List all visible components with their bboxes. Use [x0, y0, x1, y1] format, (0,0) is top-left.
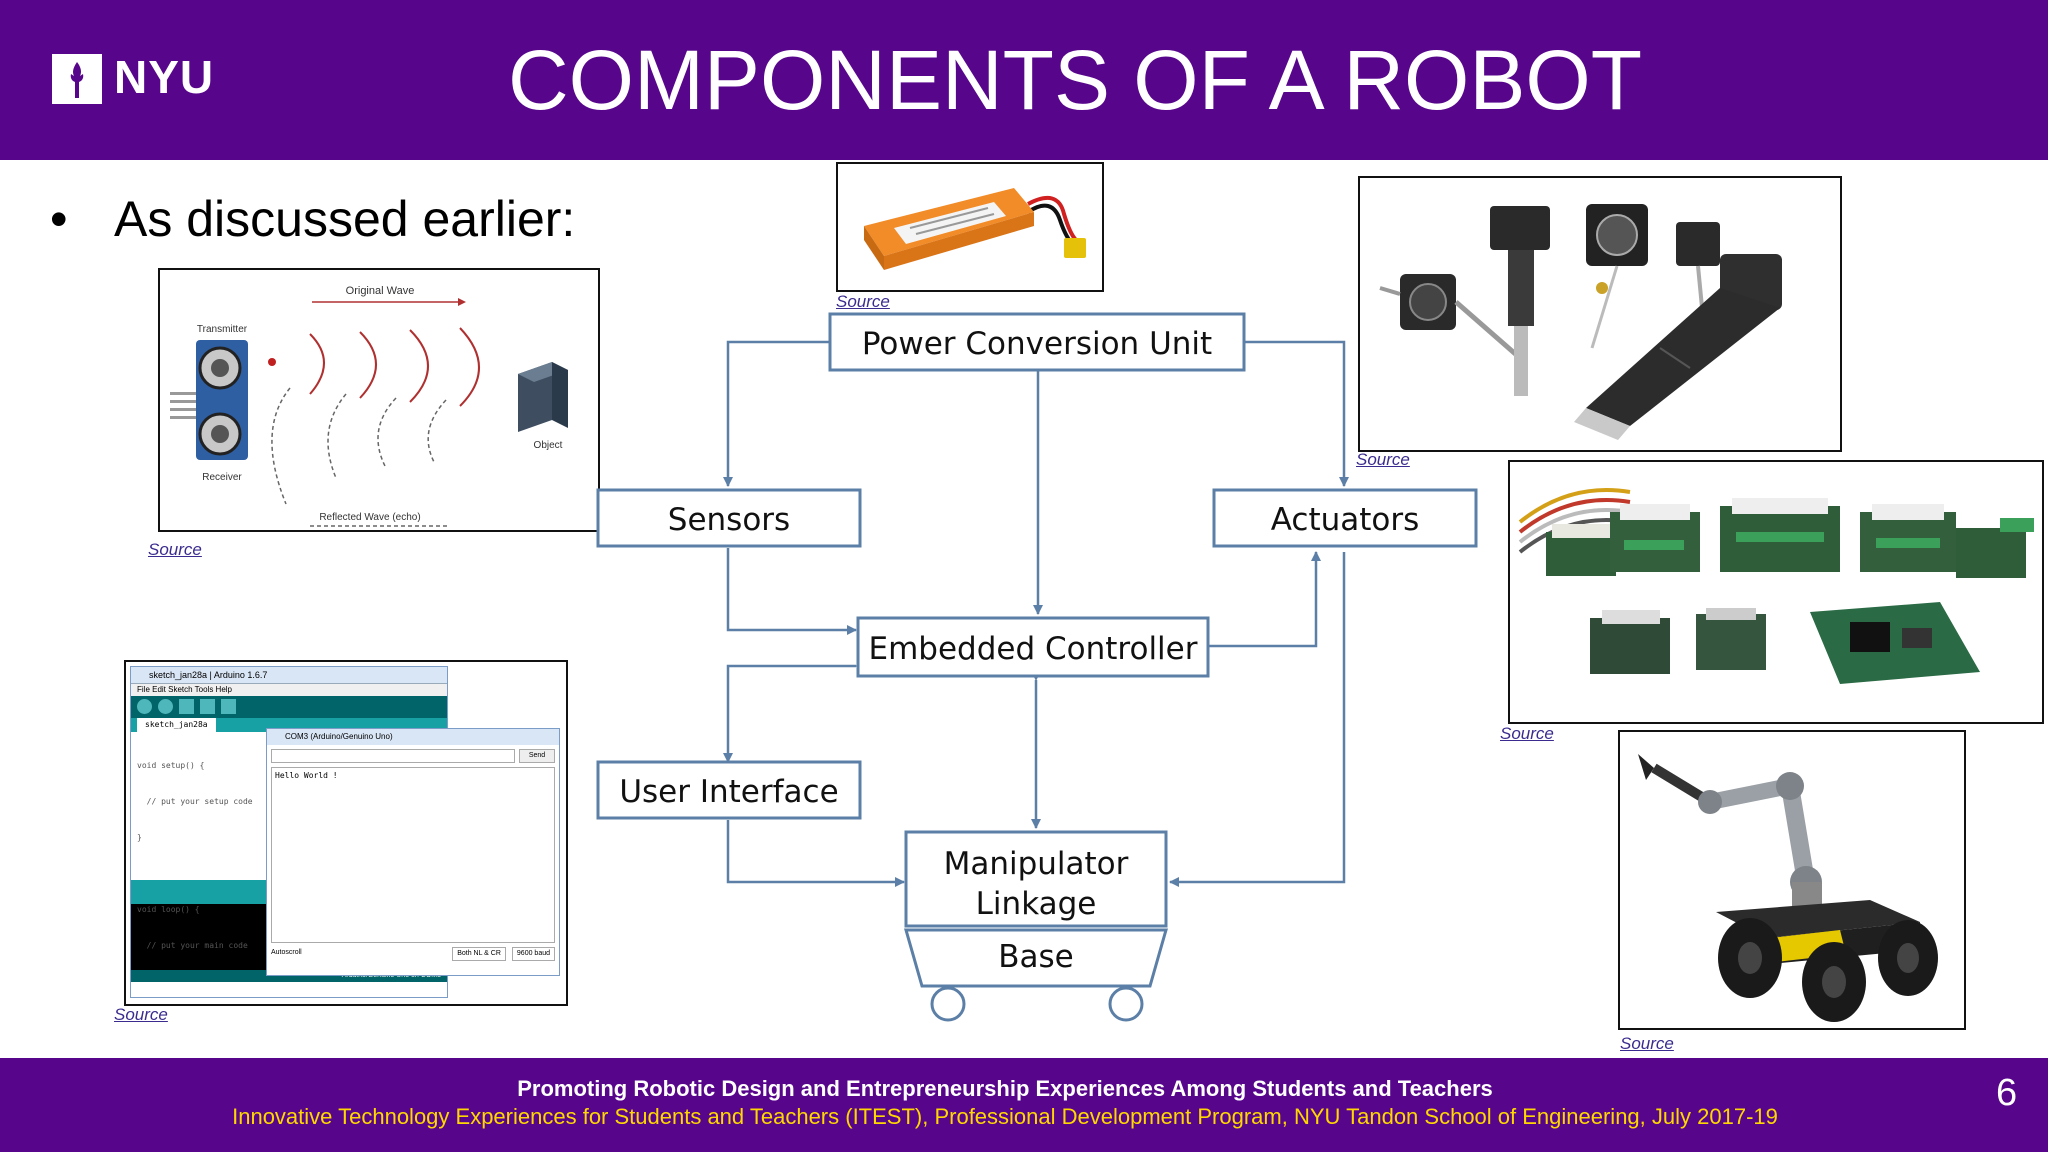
linear-actuator-icon [1379, 274, 1522, 360]
embedded-controller-box [856, 616, 1210, 678]
send-button[interactable]: Send [519, 749, 555, 763]
code-line: void setup() { [137, 761, 205, 770]
mobile-base-icon [1716, 900, 1938, 1022]
code-editor[interactable]: void setup() { // put your setup code } … [131, 732, 447, 950]
mobile-robot-figure [1618, 730, 1966, 1030]
footer-program-details: Innovative Technology Experiences for St… [232, 1104, 1778, 1129]
code-line: // put your setup code [137, 797, 253, 806]
receiver-label: Receiver [202, 472, 242, 483]
robot-arm-icon [1638, 754, 1822, 916]
base-wheel-right [1108, 986, 1144, 1022]
arduino-toolbar [131, 696, 447, 718]
user-interface-box [596, 760, 862, 820]
robot-source-link[interactable]: Source [1620, 1034, 1674, 1053]
linkage-label: Linkage [976, 886, 1097, 922]
battery-source-link[interactable]: Source [836, 292, 890, 311]
large-linear-actuator-icon [1574, 254, 1782, 440]
embedded-controller-label: Embedded Controller [869, 631, 1198, 667]
driver-board-icon [1546, 524, 1616, 576]
footer-program-title: Promoting Robotic Design and Entrepreneu… [517, 1076, 1493, 1101]
user-interface-label: User Interface [619, 774, 838, 810]
slide-title: COMPONENTS OF A ROBOT [507, 33, 1643, 127]
battery-connector-icon [1064, 238, 1086, 258]
transmitter-label: Transmitter [197, 324, 248, 335]
sensors-label: Sensors [668, 502, 790, 538]
serial-monitor-title: COM3 (Arduino/Genuino Uno) [267, 729, 559, 745]
code-line: void loop() { [137, 905, 200, 914]
power-to-actuators-arrow [1244, 340, 1349, 487]
bullet-marker: • [50, 191, 68, 247]
stepper-motors-figure [1358, 176, 1842, 452]
arduino-window-title: sketch_jan28a | Arduino 1.6.7 [131, 667, 447, 684]
reflected-wave-label: Reflected Wave (echo) [319, 512, 420, 523]
arduino-menu-bar: File Edit Sketch Tools Help [131, 684, 447, 696]
ultrasonic-sensor-figure: Original Wave Transmitter Receiver Objec… [158, 268, 600, 532]
bullet-text: As discussed earlier: [114, 191, 576, 247]
base-box [904, 928, 1168, 988]
actuators-box [1212, 488, 1478, 548]
original-wave-label: Original Wave [346, 285, 415, 297]
power-conversion-label: Power Conversion Unit [862, 326, 1212, 362]
base-wheel-left [930, 986, 966, 1022]
serial-monitor-window: COM3 (Arduino/Genuino Uno) Send Hello Wo… [266, 728, 560, 976]
actuators-to-manipulator-arrow [1169, 552, 1346, 887]
controller-ui-arrow [723, 661, 865, 763]
sensors-box [596, 488, 862, 548]
ultrasonic-source-link[interactable]: Source [148, 540, 202, 559]
serial-input[interactable] [271, 749, 515, 763]
motor-driver-boards-figure [1508, 460, 2044, 724]
sensors-to-controller-arrow [726, 548, 857, 635]
robot-components-diagram: Power Conversion Unit Sensors Actuators … [596, 312, 1478, 1022]
actuators-label: Actuators [1271, 502, 1420, 538]
baud-rate-select[interactable]: 9600 baud [511, 947, 555, 961]
serial-output: Hello World ! [271, 767, 555, 943]
header-bar [0, 0, 2048, 160]
footer-bar [0, 1058, 2048, 1152]
nyu-logo-text: NYU [114, 51, 215, 103]
object-cube-icon [518, 362, 552, 432]
line-ending-select[interactable]: Both NL & CR [452, 947, 506, 961]
manipulator-box [904, 830, 1168, 928]
ui-to-manipulator-arrow [726, 820, 905, 887]
power-conversion-box [828, 312, 1246, 372]
arduino-ide-figure: sketch_jan28a | Arduino 1.6.7 File Edit … [124, 660, 568, 1006]
controller-to-actuators-arrow [1208, 551, 1321, 648]
power-to-sensors-arrow [723, 340, 830, 487]
upload-icon[interactable] [158, 699, 173, 714]
manipulator-label: Manipulator [944, 846, 1129, 882]
sketch-tab[interactable]: sketch_jan28a [137, 718, 216, 732]
new-sketch-icon[interactable] [179, 699, 194, 714]
motors-source-link[interactable]: Source [1356, 450, 1410, 469]
battery-figure [836, 162, 1104, 292]
base-label: Base [998, 939, 1074, 975]
arduino-source-link[interactable]: Source [114, 1005, 168, 1024]
code-line: // put your main code [137, 941, 248, 950]
open-sketch-icon[interactable] [200, 699, 215, 714]
page-number: 6 [1996, 1072, 2018, 1114]
object-label: Object [534, 440, 563, 451]
verify-icon[interactable] [137, 699, 152, 714]
nyu-torch-logo-icon [52, 54, 102, 104]
code-line: } [137, 833, 142, 842]
autoscroll-checkbox[interactable]: Autoscroll [271, 949, 302, 956]
boards-source-link[interactable]: Source [1500, 724, 1554, 743]
save-sketch-icon[interactable] [221, 699, 236, 714]
